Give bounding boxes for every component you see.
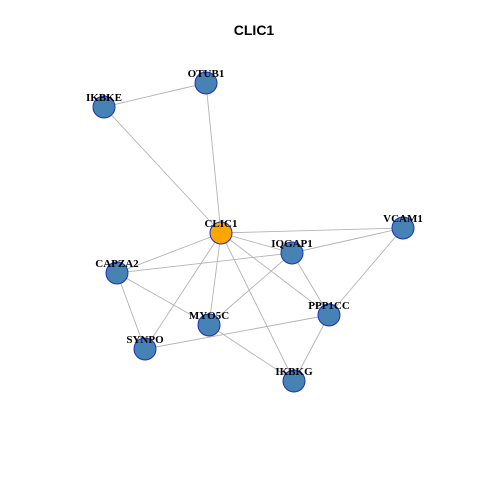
edge-ikbke-otub1 — [103, 82, 207, 108]
edge-clic1-ikbkg — [220, 232, 295, 382]
edge-clic1-synpo — [144, 232, 222, 350]
node-label-ikbke: IKBKE — [86, 92, 122, 104]
node-label-synpo: SYNPO — [126, 334, 164, 346]
node-synpo — [133, 337, 157, 361]
node-label-myo5c: MYO5C — [189, 310, 229, 322]
node-label-otub1: OTUB1 — [188, 68, 225, 80]
node-capza2 — [105, 261, 129, 285]
node-layer — [92, 71, 415, 393]
node-vcam1 — [391, 216, 415, 240]
edge-iqgap1-vcam1 — [291, 227, 404, 254]
edge-clic1-myo5c — [208, 232, 222, 326]
node-label-capza2: CAPZA2 — [95, 258, 139, 270]
diagram-title: CLIC1 — [234, 22, 275, 38]
edge-iqgap1-ppp1cc — [291, 252, 330, 316]
edge-layer — [103, 82, 404, 382]
edge-vcam1-ppp1cc — [328, 227, 404, 316]
edge-capza2-myo5c — [116, 272, 210, 326]
node-ikbke — [92, 95, 116, 119]
node-otub1 — [194, 71, 218, 95]
node-ppp1cc — [317, 303, 341, 327]
node-clic1 — [209, 221, 233, 245]
node-label-iqgap1: IQGAP1 — [271, 238, 313, 250]
edge-clic1-iqgap1 — [220, 232, 293, 254]
edge-capza2-synpo — [116, 272, 146, 350]
node-ikbkg — [282, 369, 306, 393]
edge-ppp1cc-synpo — [144, 314, 330, 350]
edge-clic1-ppp1cc — [220, 232, 330, 316]
edge-iqgap1-capza2 — [116, 252, 293, 274]
node-label-vcam1: VCAM1 — [383, 213, 423, 225]
edge-iqgap1-myo5c — [208, 252, 293, 326]
node-label-ikbkg: IKBKG — [275, 366, 313, 378]
node-myo5c — [197, 313, 221, 337]
edge-ppp1cc-ikbkg — [293, 314, 330, 382]
edge-otub1-clic1 — [205, 82, 222, 234]
node-iqgap1 — [280, 241, 304, 265]
node-label-clic1: CLIC1 — [204, 218, 237, 230]
edge-ikbke-clic1 — [103, 106, 222, 234]
node-label-ppp1cc: PPP1CC — [308, 300, 350, 312]
edge-clic1-capza2 — [116, 232, 222, 274]
edge-clic1-vcam1 — [220, 227, 404, 234]
